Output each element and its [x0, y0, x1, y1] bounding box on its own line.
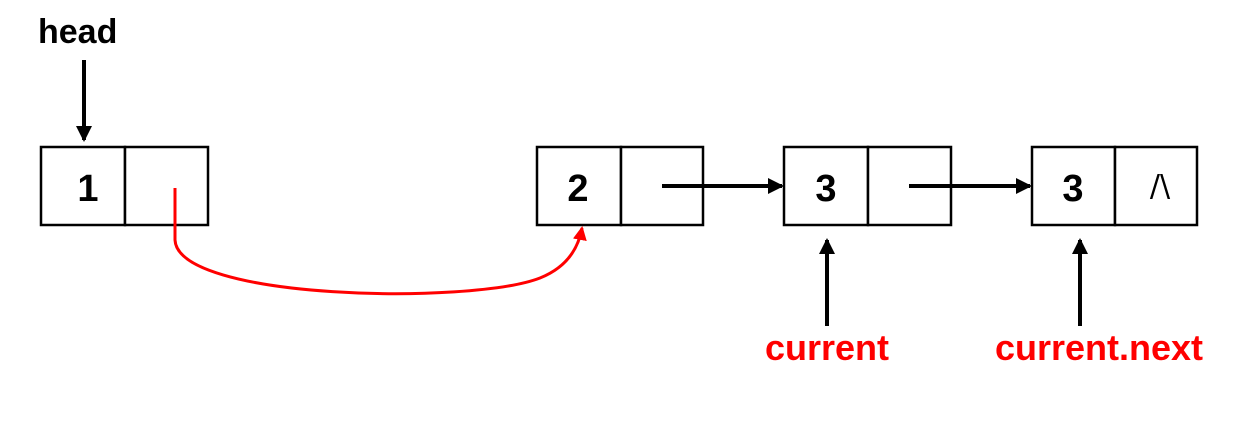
redirected-link-arrow	[173, 188, 587, 296]
node-4-null: /\	[1150, 169, 1171, 204]
node-2-value: 2	[567, 168, 588, 210]
current-label: current	[765, 327, 889, 368]
list-node-4: 3 /\	[1030, 145, 1199, 227]
current-next-label: current.next	[995, 327, 1203, 368]
list-node-1: 1	[39, 145, 210, 227]
head-label: head	[38, 13, 117, 51]
node-1-value: 1	[77, 168, 98, 210]
node-4-value: 3	[1062, 168, 1083, 210]
node-3-value: 3	[815, 168, 836, 210]
node-1-next-cell	[123, 145, 210, 227]
node-4-data-cell	[1030, 145, 1117, 227]
node-3-data-cell	[782, 145, 870, 227]
node-4-next-cell	[1113, 145, 1199, 227]
node-2-data-cell	[535, 145, 623, 227]
